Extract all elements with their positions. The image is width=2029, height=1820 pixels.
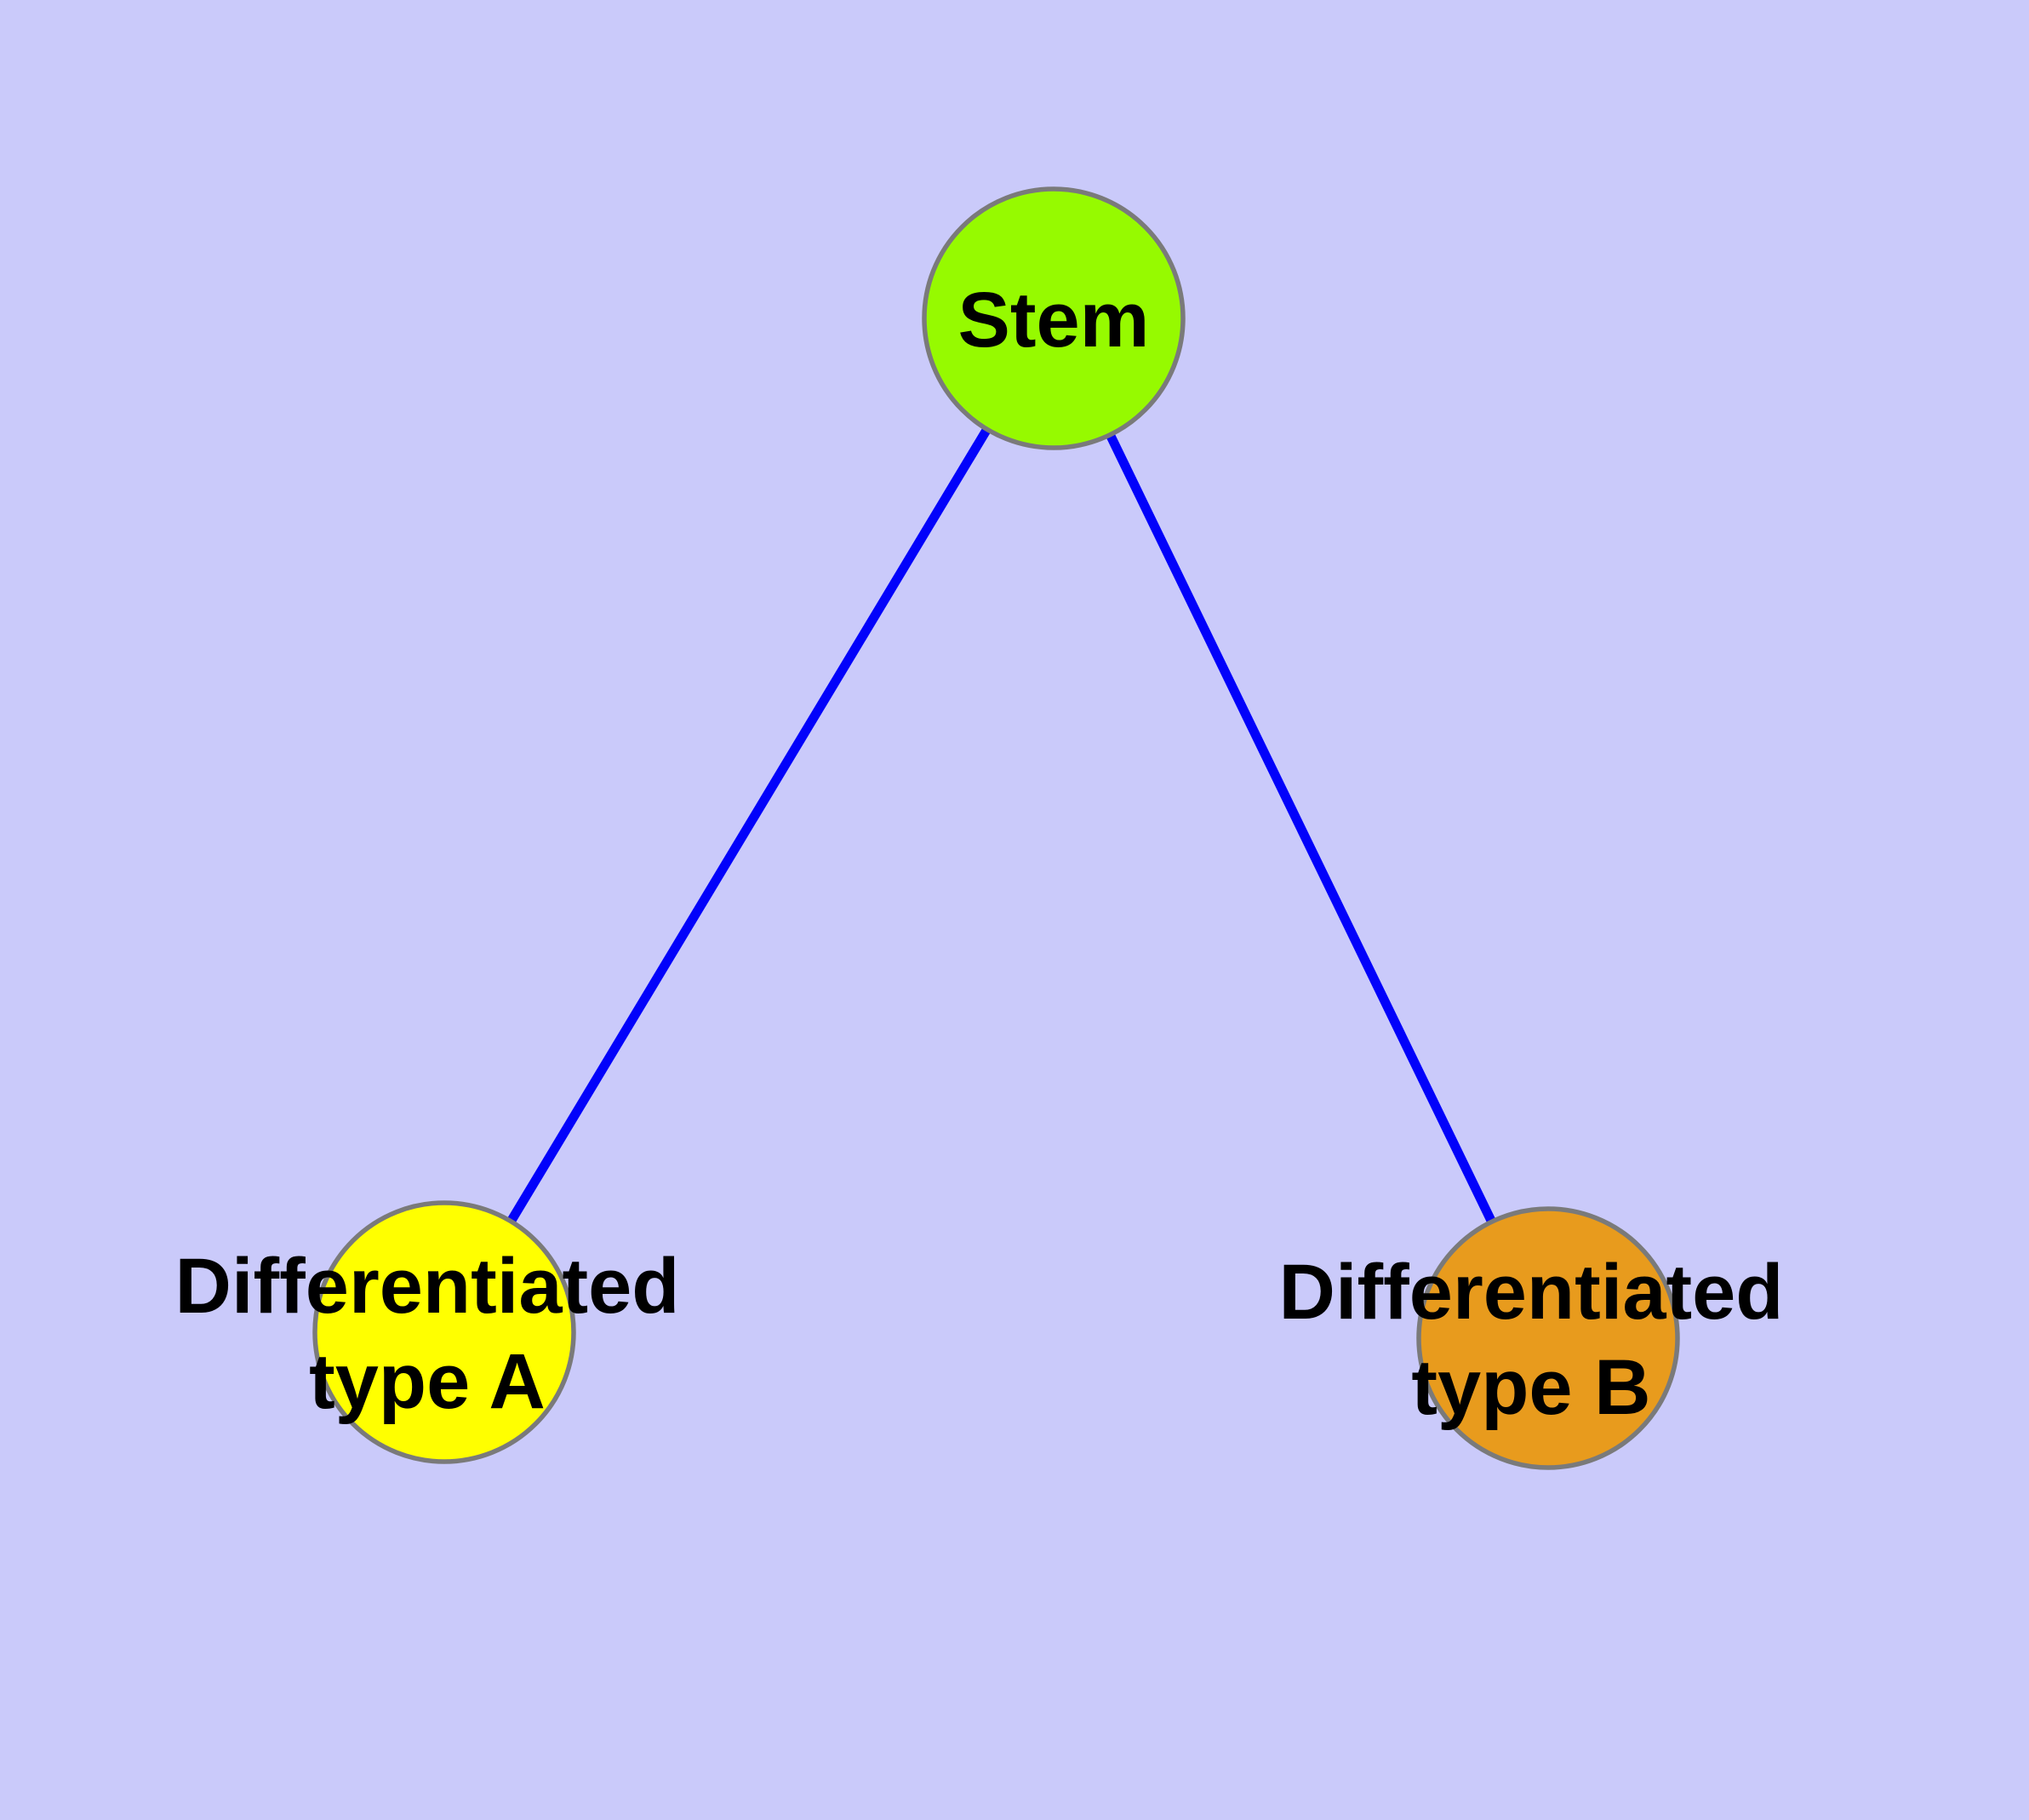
edge-stem-to-type-b	[1049, 316, 1552, 1341]
node-differentiated-type-b	[1416, 1206, 1680, 1470]
node-label-stem: Stem	[958, 277, 1150, 363]
node-differentiated-type-a	[312, 1200, 576, 1464]
node-stem	[922, 186, 1186, 450]
edge-stem-to-type-a	[440, 316, 1058, 1335]
